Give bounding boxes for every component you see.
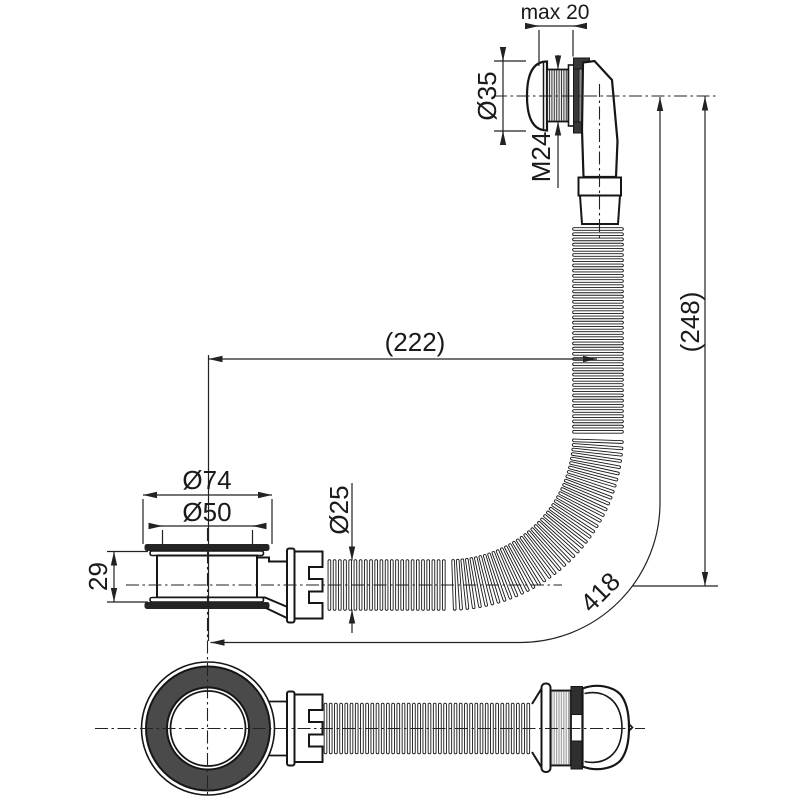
dim-label-thread-size: M24 xyxy=(526,132,556,183)
dim-label-cap-diameter: Ø35 xyxy=(472,71,502,120)
dim-label-hose-length: 418 xyxy=(574,566,626,618)
clip-lower-bottom-fitting xyxy=(570,740,583,770)
dim-label-grate-diameter: Ø50 xyxy=(182,497,231,527)
dim-label-horizontal-offset: (222) xyxy=(385,327,446,357)
drain-body-side-view xyxy=(144,544,290,620)
overflow-fitting-side-view xyxy=(531,682,634,773)
dim-vertical-offset: (248) xyxy=(632,96,718,587)
dim-label-max-panel: max 20 xyxy=(521,1,590,24)
dim-cap-diameter: Ø35 xyxy=(472,47,526,145)
washer-bottom-fitting xyxy=(540,682,552,773)
drain-outlet-shell-edge xyxy=(265,607,290,620)
dim-body-height: 29 xyxy=(83,550,148,603)
dim-flange-diameter: Ø74 xyxy=(142,465,273,544)
drain-outlet-top-edge xyxy=(257,556,288,563)
dim-hose-diameter: Ø25 xyxy=(324,483,356,633)
dim-grate-diameter: Ø50 xyxy=(148,497,267,545)
overflow-cap-side-inner xyxy=(584,691,623,764)
dim-label-body-height: 29 xyxy=(83,562,113,591)
dim-label-vertical-offset: (248) xyxy=(675,292,705,353)
drain-flange-lip-bottom xyxy=(149,596,265,603)
corrugated-hose-main xyxy=(327,227,624,611)
dim-label-hose-diameter: Ø25 xyxy=(324,485,354,534)
dim-max-panel-thickness: max 20 xyxy=(521,1,590,66)
dim-label-flange-diameter: Ø74 xyxy=(182,465,231,495)
clip-upper-bottom-fitting xyxy=(570,686,583,715)
